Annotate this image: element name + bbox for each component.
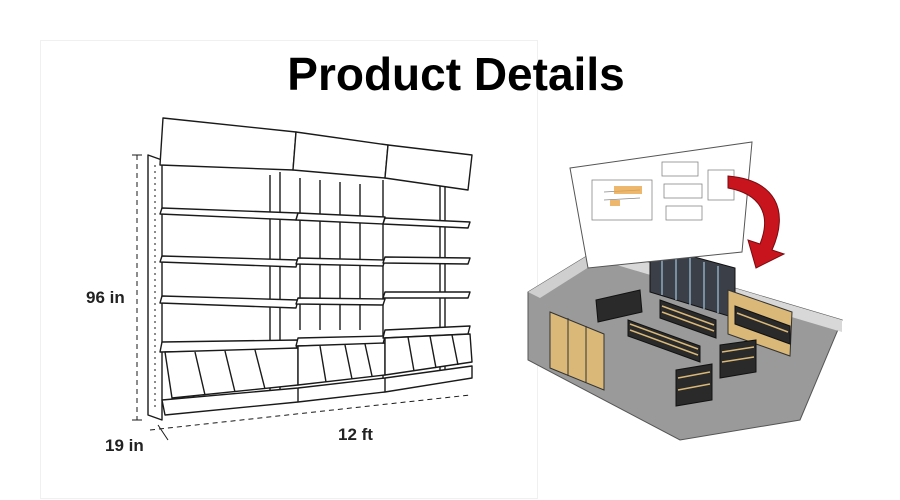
- width-dimension-label: 12 ft: [338, 425, 373, 444]
- height-dimension-label: 96 in: [86, 288, 125, 307]
- depth-dimension-label: 19 in: [105, 436, 144, 455]
- left-panel-frame: [40, 40, 538, 499]
- page-title: Product Details: [287, 48, 625, 100]
